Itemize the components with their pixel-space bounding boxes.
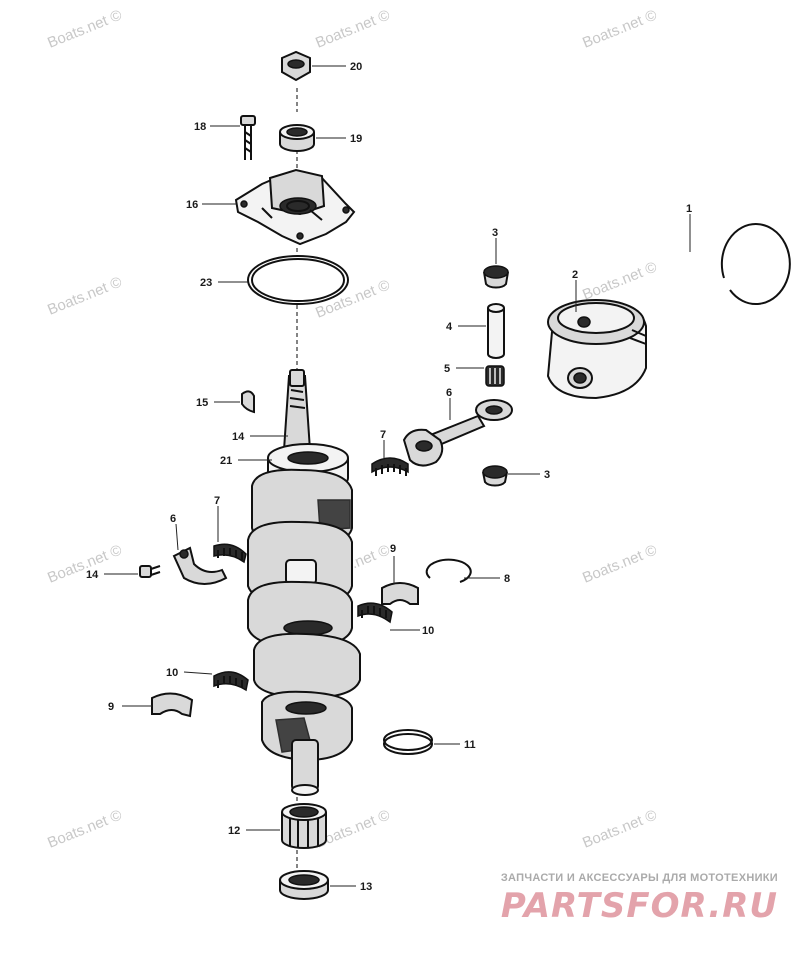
part-end-cap	[234, 168, 356, 246]
watermark: Boats.net ©	[580, 541, 659, 586]
part-roller-bearing	[281, 803, 327, 849]
part-retaining-ring	[425, 558, 472, 583]
watermark: Boats.net ©	[45, 273, 124, 318]
callout-3-upper: 3	[492, 227, 498, 239]
callout-5: 5	[444, 363, 450, 375]
callout-13: 13	[360, 881, 372, 893]
callout-4: 4	[446, 321, 453, 333]
part-piston	[546, 299, 647, 400]
callout-15: 14	[232, 431, 245, 443]
callout-6-lower: 6	[170, 513, 176, 525]
part-rod-bearing-cage	[371, 457, 409, 476]
brand-logo: PARTSFOR.RU	[500, 886, 778, 926]
part-nut	[281, 50, 311, 82]
watermark: Boats.net ©	[580, 806, 659, 851]
brand-block: ЗАПЧАСТИ И АКСЕССУАРЫ ДЛЯ МОТОТЕХНИКИ PA…	[501, 872, 778, 926]
callout-10-upper: 10	[422, 625, 434, 637]
callout-18: 16	[186, 199, 198, 211]
part-key	[241, 390, 255, 414]
watermark: Boats.net ©	[313, 276, 392, 321]
part-rod-screw	[139, 565, 161, 578]
part-o-ring	[247, 255, 349, 305]
leader-lines	[104, 65, 691, 887]
callout-12: 12	[228, 825, 240, 837]
part-piston-pin	[487, 303, 505, 359]
callout-labels: 20 19 18 16 23 15 14 21 1 2 3 4 5 6 3 7 …	[86, 61, 692, 893]
part-bearing-race	[151, 692, 194, 718]
callout-23: 23	[200, 277, 212, 289]
part-rod-bearing-cage	[213, 543, 247, 564]
part-roller-cage	[213, 671, 249, 692]
part-piston-ring	[720, 223, 791, 305]
callout-14: 14	[86, 569, 99, 581]
watermark: Boats.net ©	[580, 258, 659, 303]
part-connecting-rod	[402, 399, 513, 467]
callout-1: 1	[686, 203, 692, 215]
callout-3-lower: 3	[544, 469, 550, 481]
callout-19: 18	[194, 121, 206, 133]
callout-11: 11	[464, 739, 476, 751]
watermark: Boats.net ©	[45, 541, 124, 586]
callout-9-lower: 9	[108, 701, 114, 713]
callout-7-lower: 7	[214, 495, 220, 507]
part-piston-pin-retainer	[483, 265, 509, 289]
part-piston-pin-retainer	[482, 465, 508, 487]
part-roller-cage	[357, 602, 393, 624]
callout-10-lower: 10	[166, 667, 178, 679]
callout-21: 20	[350, 61, 362, 73]
part-lower-seal	[279, 870, 329, 900]
watermark: Boats.net ©	[45, 806, 124, 851]
part-screw	[240, 115, 256, 160]
callout-20: 19	[350, 133, 362, 145]
part-crankshaft	[247, 369, 361, 796]
callout-6-upper: 6	[446, 387, 452, 399]
callout-8: 8	[504, 573, 510, 585]
part-needle-bearing	[485, 365, 505, 387]
callout-16: 15	[196, 397, 208, 409]
brand-tagline: ЗАПЧАСТИ И АКСЕССУАРЫ ДЛЯ МОТОТЕХНИКИ	[500, 872, 778, 884]
part-bearing-race	[381, 582, 419, 605]
callout-22: 21	[220, 455, 232, 467]
watermark: Boats.net ©	[580, 6, 659, 51]
part-seal-ring	[383, 729, 433, 755]
callout-2: 2	[572, 269, 578, 281]
callout-9-upper: 9	[390, 543, 396, 555]
part-rod-cap	[172, 546, 228, 585]
watermark: Boats.net ©	[45, 6, 124, 51]
watermark: Boats.net ©	[313, 6, 392, 51]
part-seal	[279, 124, 315, 152]
callout-7-upper: 7	[380, 429, 386, 441]
